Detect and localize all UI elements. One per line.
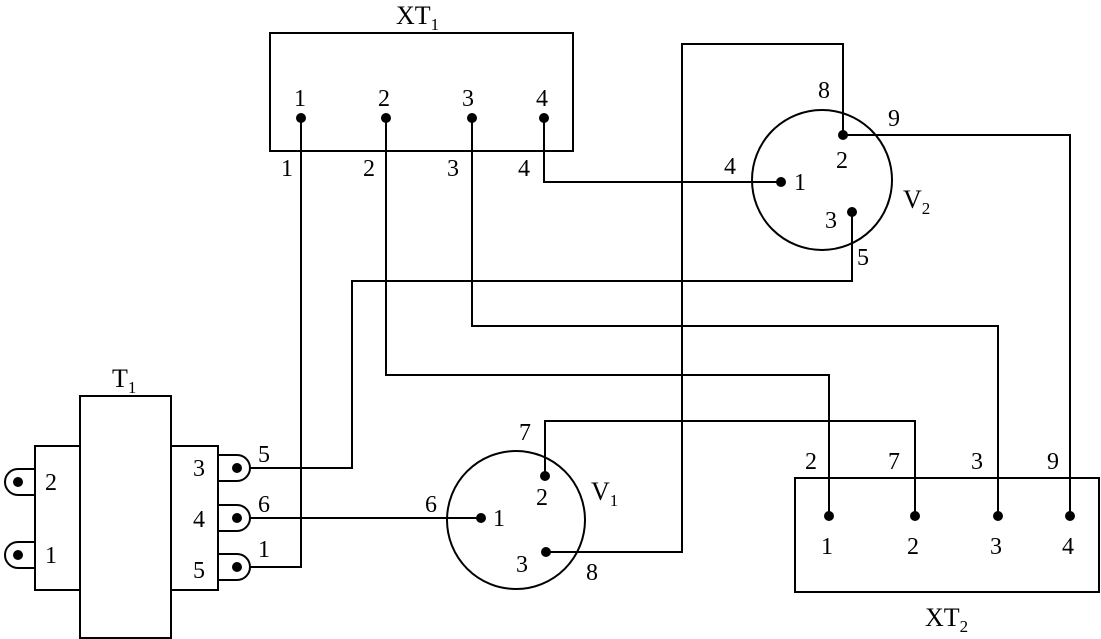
xt2-wire-2-label: 2 <box>805 449 817 475</box>
xt1-wire-3-label: 3 <box>447 156 459 182</box>
t1-left-pin-1-label: 1 <box>45 543 57 569</box>
xt1-title: XT1 <box>396 1 439 34</box>
t1-right-pin-4-label: 4 <box>193 507 205 533</box>
v2-wire-8-label: 8 <box>818 78 830 104</box>
tube-socket-v1: 1 2 3 V1 6 7 8 <box>425 420 618 590</box>
wires <box>250 43 1071 568</box>
v1-pin-2-label: 2 <box>536 485 548 511</box>
t1-primary-winding <box>34 445 81 591</box>
xt2-pin-1-label: 1 <box>821 534 833 560</box>
xt1-body <box>269 32 574 152</box>
t1-right-terminal-4-dot <box>232 513 242 523</box>
wire-9 <box>843 134 1071 516</box>
wire-4 <box>543 118 781 183</box>
xt2-pin-2-label: 2 <box>907 534 919 560</box>
wire-8 <box>546 43 844 553</box>
xt2-wire-3-label: 3 <box>971 449 983 475</box>
xt2-wire-7-label: 7 <box>888 449 900 475</box>
v2-wire-4-label: 4 <box>724 154 736 180</box>
tube-socket-v2: 1 2 3 V2 4 8 9 5 <box>724 78 930 271</box>
wire-7 <box>544 420 916 516</box>
xt2-body <box>794 477 1100 593</box>
t1-right-pin-3-label: 3 <box>193 456 205 482</box>
xt2-pin-3-label: 3 <box>990 534 1002 560</box>
connector-xt1: XT1 1 2 3 4 1 2 3 4 <box>269 1 574 182</box>
t1-right-terminal-3-dot <box>232 463 242 473</box>
xt1-wire-2-label: 2 <box>363 156 375 182</box>
v2-body <box>751 109 893 251</box>
v2-wire-5-label: 5 <box>857 245 869 271</box>
xt2-wire-9-label: 9 <box>1047 449 1059 475</box>
t1-core <box>79 395 172 639</box>
v2-wire-9-label: 9 <box>888 106 900 132</box>
v2-pin-1-label: 1 <box>794 170 806 196</box>
t1-right-pin-5-label: 5 <box>193 558 205 584</box>
wire-1 <box>250 118 302 568</box>
v1-pin-3-label: 3 <box>516 552 528 578</box>
t1-wire-6-label: 6 <box>258 492 270 518</box>
t1-secondary-winding <box>170 445 219 591</box>
t1-left-terminal-1-lug <box>4 541 35 569</box>
t1-left-terminal-2-lug <box>4 468 35 496</box>
v1-body <box>446 450 586 590</box>
xt1-wire-1-label: 1 <box>281 156 293 182</box>
t1-left-terminal-1-dot <box>13 550 23 560</box>
wire-5 <box>250 212 853 469</box>
v2-pin-2-label: 2 <box>836 148 848 174</box>
v2-pin-3-label: 3 <box>825 208 837 234</box>
xt2-title: XT2 <box>925 603 968 636</box>
v2-title: V2 <box>903 185 930 218</box>
t1-wire-5-label: 5 <box>258 442 270 468</box>
wire-2 <box>385 118 830 516</box>
v1-title: V1 <box>591 477 618 510</box>
xt2-pin-4-label: 4 <box>1062 534 1074 560</box>
v1-pin-1-label: 1 <box>493 506 505 532</box>
xt1-pin-4-label: 4 <box>536 86 548 112</box>
v1-wire-7-label: 7 <box>519 420 531 446</box>
t1-right-terminal-5-dot <box>232 562 242 572</box>
t1-left-terminal-2-dot <box>13 477 23 487</box>
xt1-pin-2-label: 2 <box>378 86 390 112</box>
connector-xt2: XT2 1 2 3 4 2 7 3 9 <box>794 449 1100 636</box>
xt1-wire-4-label: 4 <box>518 156 530 182</box>
t1-wire-1-label: 1 <box>258 537 270 563</box>
wire-3 <box>471 118 999 516</box>
t1-left-pin-2-label: 2 <box>45 470 57 496</box>
xt1-pin-1-label: 1 <box>294 86 306 112</box>
transformer-t1: T1 2 1 3 4 5 5 6 1 <box>4 364 270 639</box>
v1-wire-8-label: 8 <box>586 560 598 586</box>
xt1-pin-3-label: 3 <box>462 86 474 112</box>
t1-title: T1 <box>112 364 136 397</box>
v1-wire-6-label: 6 <box>425 492 437 518</box>
